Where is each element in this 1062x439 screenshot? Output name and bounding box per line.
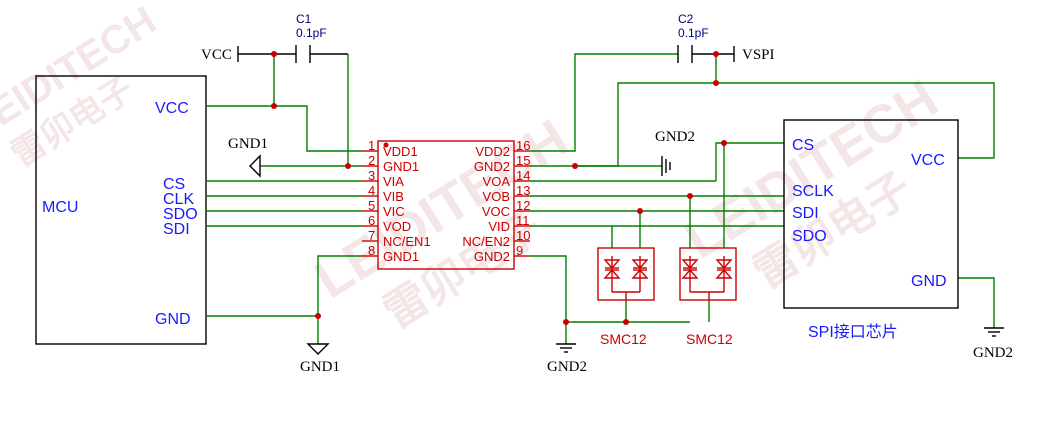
svg-text:GND1: GND1	[300, 359, 340, 375]
isolator-ic: 1 2 3 4 5 6 7 8 VDD1 GND1 VIA VIB VIC VO…	[362, 138, 530, 270]
svg-text:1: 1	[368, 138, 375, 153]
svg-text:SMC12: SMC12	[600, 331, 647, 347]
mcu-pin-sdi: SDI	[163, 221, 190, 238]
gnd1-bottom-symbol: GND1	[300, 343, 340, 375]
svg-text:10: 10	[516, 228, 530, 243]
mcu-name: MCU	[42, 199, 78, 216]
spi-pin-sclk: SCLK	[792, 183, 834, 200]
svg-text:VOA: VOA	[483, 174, 511, 189]
tvs-right: SMC12	[679, 247, 737, 347]
svg-text:GND1: GND1	[228, 136, 268, 152]
svg-text:15: 15	[516, 153, 530, 168]
svg-text:GND2: GND2	[547, 359, 587, 375]
spi-pin-cs: CS	[792, 137, 814, 154]
svg-text:0.1pF: 0.1pF	[678, 26, 709, 40]
svg-text:VSPI: VSPI	[742, 47, 775, 63]
svg-text:VDD2: VDD2	[475, 144, 510, 159]
vcc-symbol: VCC	[201, 46, 239, 63]
svg-text:13: 13	[516, 183, 530, 198]
mcu-side-wires	[206, 51, 362, 344]
svg-text:VIA: VIA	[383, 174, 404, 189]
svg-text:GND2: GND2	[474, 159, 510, 174]
spi-chip-block: CS SCLK SDI SDO VCC GND SPI接口芯片	[783, 119, 959, 341]
mcu-pin-gnd: GND	[155, 311, 191, 328]
svg-text:VOB: VOB	[483, 189, 510, 204]
svg-text:0.1pF: 0.1pF	[296, 26, 327, 40]
svg-text:11: 11	[516, 213, 530, 228]
svg-text:VOC: VOC	[482, 204, 510, 219]
svg-text:VCC: VCC	[201, 47, 232, 63]
svg-text:GND2: GND2	[655, 129, 695, 145]
svg-text:GND1: GND1	[383, 159, 419, 174]
watermark-left: LEIDITECH 雷卯电子	[0, 0, 164, 174]
svg-text:VIC: VIC	[383, 204, 405, 219]
svg-text:NC/EN2: NC/EN2	[462, 234, 510, 249]
svg-text:16: 16	[516, 138, 530, 153]
svg-text:GND2: GND2	[973, 345, 1013, 361]
mcu-pin-sdo: SDO	[163, 206, 198, 223]
svg-text:2: 2	[368, 153, 375, 168]
c1-capacitor: C1 0.1pF	[295, 12, 327, 63]
spi-pin-gnd: GND	[911, 273, 947, 290]
svg-text:12: 12	[516, 198, 530, 213]
svg-text:GND2: GND2	[474, 249, 510, 264]
vspi-symbol: VSPI	[733, 46, 775, 63]
svg-text:VDD1: VDD1	[383, 144, 418, 159]
gnd2-bottom-symbol: GND2	[547, 343, 587, 375]
svg-text:GND1: GND1	[383, 249, 419, 264]
svg-text:C2: C2	[678, 12, 694, 26]
gnd2-right-symbol: GND2	[973, 327, 1013, 361]
mcu-pin-vcc: VCC	[155, 100, 189, 117]
svg-text:5: 5	[368, 198, 375, 213]
svg-text:C1: C1	[296, 12, 312, 26]
mcu-pin-cs: CS	[163, 176, 185, 193]
svg-text:VIB: VIB	[383, 189, 404, 204]
tvs-left: SMC12	[597, 247, 655, 347]
mcu-pin-clk: CLK	[163, 191, 194, 208]
svg-text:NC/EN1: NC/EN1	[383, 234, 431, 249]
svg-text:3: 3	[368, 168, 375, 183]
svg-text:4: 4	[368, 183, 375, 198]
mcu-block: MCU VCC CS CLK SDO SDI GND	[35, 75, 207, 345]
svg-text:SMC12: SMC12	[686, 331, 733, 347]
spi-pin-sdi: SDI	[792, 205, 819, 222]
c2-capacitor: C2 0.1pF	[677, 12, 709, 63]
svg-text:8: 8	[368, 243, 375, 258]
svg-text:VID: VID	[488, 219, 510, 234]
svg-text:6: 6	[368, 213, 375, 228]
svg-text:14: 14	[516, 168, 530, 183]
gnd2-mid-symbol: GND2	[655, 129, 695, 176]
svg-text:7: 7	[368, 228, 375, 243]
svg-text:VOD: VOD	[383, 219, 411, 234]
spi-pin-sdo: SDO	[792, 228, 827, 245]
spi-chip-title: SPI接口芯片	[808, 323, 898, 341]
spi-side-wires	[530, 51, 995, 344]
svg-text:9: 9	[516, 243, 523, 258]
spi-pin-vcc: VCC	[911, 152, 945, 169]
gnd1-top-symbol: GND1	[228, 136, 268, 178]
